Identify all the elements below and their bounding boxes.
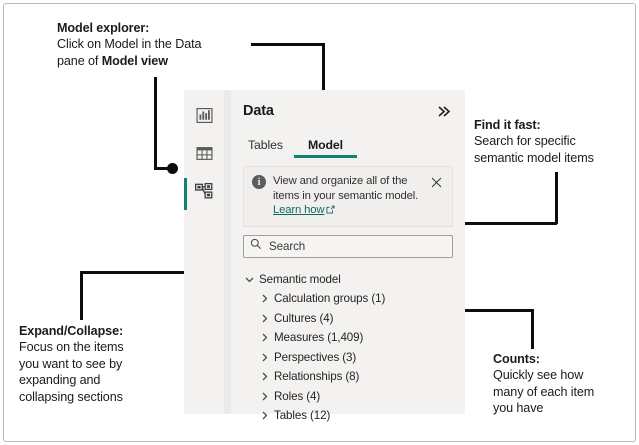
tab-model-label: Model bbox=[307, 138, 343, 152]
callout-counts-line-3: you have bbox=[493, 401, 544, 416]
callout-expand-collapse-line-4: collapsing sections bbox=[19, 389, 123, 404]
close-icon[interactable] bbox=[431, 175, 444, 188]
tab-tables[interactable]: Tables bbox=[245, 138, 292, 158]
tab-model[interactable]: Model bbox=[292, 138, 359, 158]
callout-expand-collapse: Expand/Collapse: Focus on the items you … bbox=[19, 323, 179, 405]
model-view-icon bbox=[194, 182, 214, 206]
learn-how-link[interactable]: Learn how bbox=[273, 204, 325, 216]
callout-model-explorer-line-2: pane of Model view bbox=[57, 53, 247, 69]
callout-counts-heading: Counts: bbox=[493, 352, 540, 366]
callout-model-explorer-heading: Model explorer: bbox=[57, 21, 150, 35]
callout-model-explorer: Model explorer: Click on Model in the Da… bbox=[57, 20, 247, 69]
tree-node-measures-label: Measures (1,409) bbox=[274, 331, 364, 345]
rail-item-model-view[interactable] bbox=[184, 175, 224, 213]
tree-node-perspectives-label: Perspectives (3) bbox=[274, 350, 357, 364]
leader-line-counts-v bbox=[531, 309, 534, 349]
callout-expand-collapse-line-2: you want to see by bbox=[19, 356, 123, 371]
callout-counts-line-2: many of each item bbox=[493, 384, 595, 399]
leader-line-expand-h bbox=[80, 271, 232, 274]
tree-node-tables[interactable]: Tables (12) bbox=[243, 406, 453, 426]
tree-node-roles[interactable]: Roles (4) bbox=[243, 387, 453, 407]
tab-tables-label: Tables bbox=[248, 138, 283, 152]
tree-node-semantic-model-label: Semantic model bbox=[259, 272, 341, 286]
leader-line-model-view-v bbox=[154, 77, 157, 170]
table-view-icon bbox=[195, 145, 213, 167]
info-banner-line-1: View and organize all of the items in bbox=[273, 175, 408, 202]
info-banner-text: View and organize all of the items in yo… bbox=[273, 174, 427, 219]
callout-model-explorer-line-2-text: pane of bbox=[57, 53, 102, 68]
data-pane: Data Tables Model i View and org bbox=[231, 90, 465, 422]
chevron-right-icon[interactable] bbox=[259, 371, 274, 382]
pane-tabs: Tables Model bbox=[243, 125, 453, 158]
callout-find-it-fast: Find it fast: Search for specific semant… bbox=[474, 117, 634, 166]
leader-line-model-tab-v bbox=[322, 43, 325, 115]
tree-node-measures[interactable]: Measures (1,409) bbox=[243, 328, 453, 348]
data-pane-header: Data bbox=[243, 90, 453, 123]
tree-node-cultures[interactable]: Cultures (4) bbox=[243, 309, 453, 329]
tree-node-calculation-groups-label: Calculation groups (1) bbox=[274, 292, 386, 306]
rail-item-report-view[interactable] bbox=[184, 99, 224, 137]
info-banner: i View and organize all of the items in … bbox=[243, 166, 453, 227]
chevron-right-icon[interactable] bbox=[259, 332, 274, 343]
leader-line-model-view-h bbox=[154, 167, 172, 170]
report-view-icon bbox=[195, 107, 213, 129]
tree-node-relationships-label: Relationships (8) bbox=[274, 370, 360, 384]
info-banner-line-2: your semantic model. bbox=[313, 189, 419, 202]
tree-node-semantic-model[interactable]: Semantic model bbox=[243, 270, 453, 290]
info-icon: i bbox=[252, 175, 266, 189]
callout-expand-collapse-heading: Expand/Collapse: bbox=[19, 324, 124, 338]
leader-dot-model-view bbox=[167, 163, 178, 174]
leader-line-search-h bbox=[404, 222, 557, 225]
chevron-right-icon[interactable] bbox=[259, 352, 274, 363]
search-placeholder: Search bbox=[269, 239, 306, 253]
callout-find-it-fast-heading: Find it fast: bbox=[474, 118, 541, 132]
page-title: Data bbox=[243, 103, 274, 119]
callout-model-explorer-line-1: Click on Model in the Data bbox=[57, 37, 202, 52]
tree-node-tables-label: Tables (12) bbox=[274, 409, 331, 423]
rail-item-table-view[interactable] bbox=[184, 137, 224, 175]
callout-expand-collapse-line-3: expanding and bbox=[19, 373, 101, 388]
tree-node-relationships[interactable]: Relationships (8) bbox=[243, 367, 453, 387]
callout-find-it-fast-line-1: Search for specific bbox=[474, 134, 576, 149]
tree-node-roles-label: Roles (4) bbox=[274, 389, 321, 403]
view-switcher-rail bbox=[184, 90, 224, 414]
chevron-right-icon[interactable] bbox=[259, 293, 274, 304]
chevron-down-icon[interactable] bbox=[244, 274, 259, 285]
callout-counts: Counts: Quickly see how many of each ite… bbox=[493, 351, 639, 417]
tree-node-cultures-label: Cultures (4) bbox=[274, 311, 334, 325]
search-icon bbox=[250, 237, 263, 255]
screenshot-frame: Model explorer: Click on Model in the Da… bbox=[3, 3, 636, 442]
external-link-icon bbox=[326, 204, 335, 219]
tree-node-perspectives[interactable]: Perspectives (3) bbox=[243, 348, 453, 368]
double-chevron-right-icon[interactable] bbox=[435, 102, 453, 120]
leader-line-expand-v bbox=[80, 271, 83, 320]
callout-find-it-fast-line-2: semantic model items bbox=[474, 150, 594, 165]
callout-counts-line-1: Quickly see how bbox=[493, 368, 584, 383]
power-bi-panel: Data Tables Model i View and org bbox=[184, 90, 465, 422]
leader-line-search-v bbox=[555, 172, 558, 224]
chevron-right-icon[interactable] bbox=[259, 391, 274, 402]
chevron-right-icon[interactable] bbox=[259, 313, 274, 324]
chevron-right-icon[interactable] bbox=[259, 410, 274, 421]
tree-node-calculation-groups[interactable]: Calculation groups (1) bbox=[243, 289, 453, 309]
callout-expand-collapse-line-1: Focus on the items bbox=[19, 340, 124, 355]
callout-model-explorer-bold-tail: Model view bbox=[101, 53, 168, 68]
rail-divider bbox=[224, 90, 231, 414]
semantic-model-tree: Semantic model Calculation groups (1) Cu… bbox=[243, 270, 453, 426]
leader-line-model-tab-h bbox=[251, 43, 325, 46]
search-input[interactable]: Search bbox=[243, 234, 453, 258]
